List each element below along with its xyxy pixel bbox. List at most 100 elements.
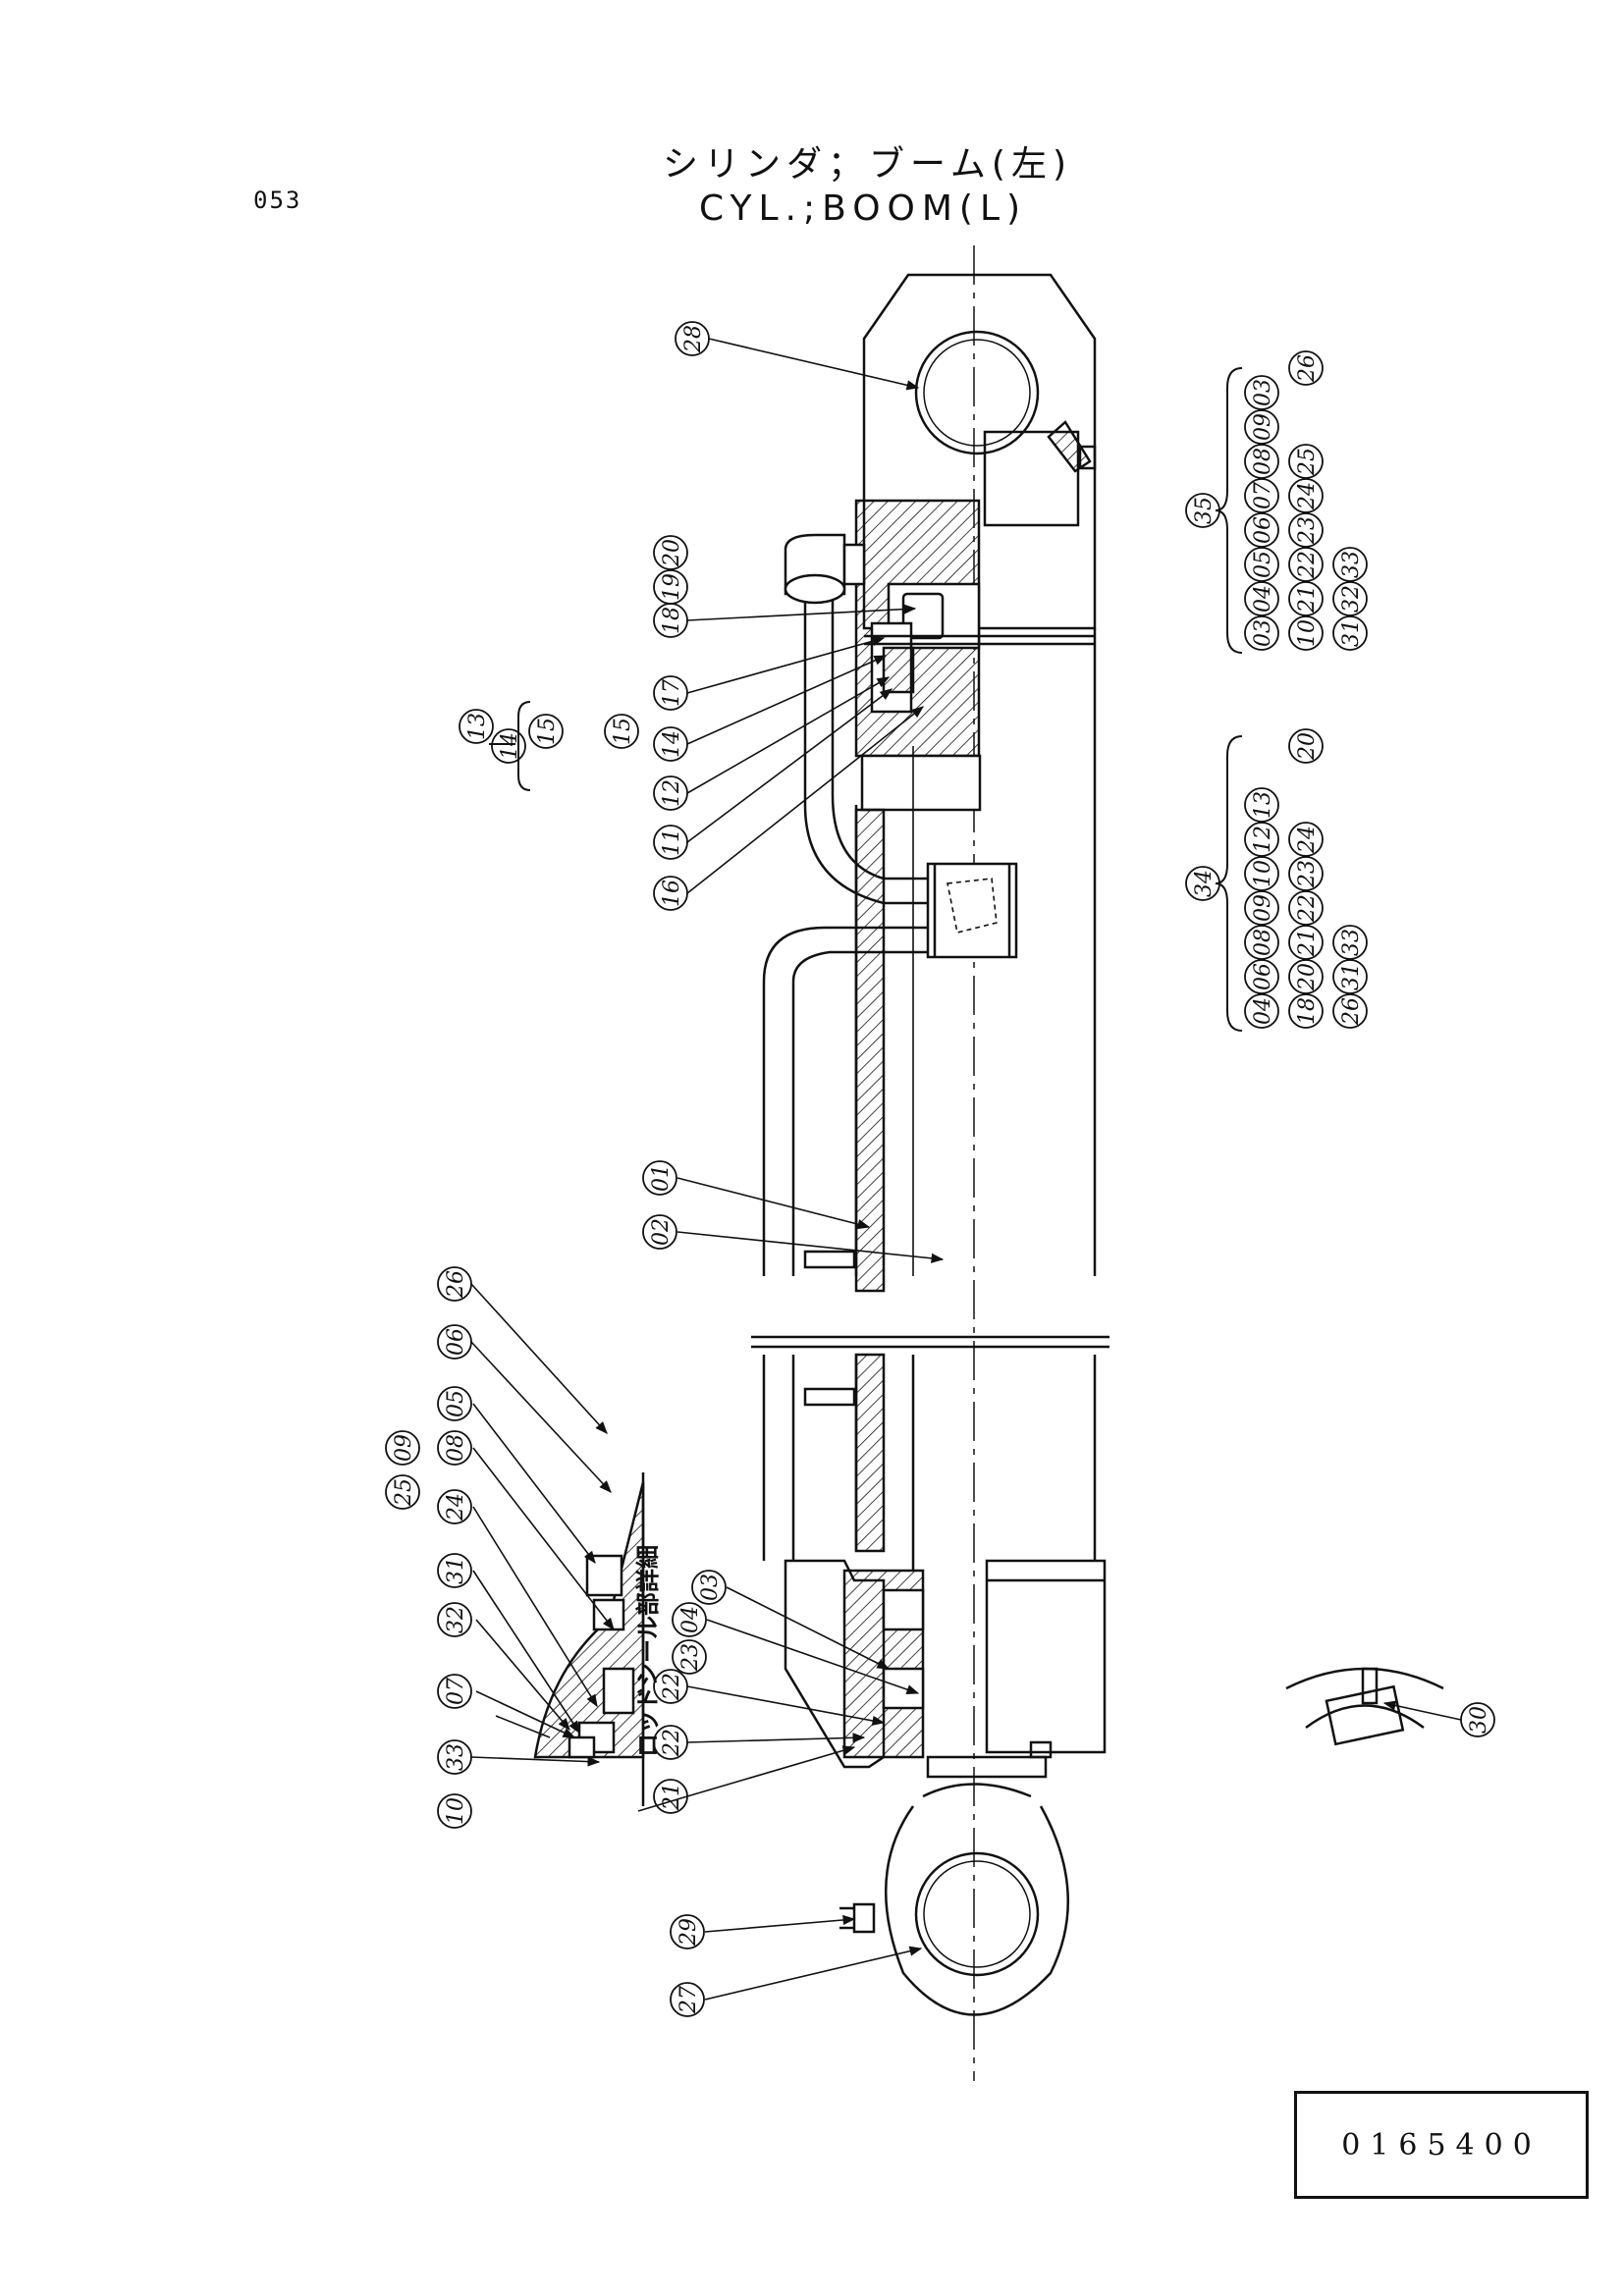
svg-text:12: 12: [660, 779, 684, 807]
leader-lines: [470, 338, 1462, 2001]
svg-text:32: 32: [444, 1606, 468, 1633]
callout-33: 33: [437, 1739, 472, 1775]
callout-30: 30: [1460, 1702, 1495, 1737]
tube-wall: [854, 808, 886, 1293]
callout-29: 29: [670, 1914, 705, 1949]
detail-label: ロッドシール部詳細: [634, 1545, 662, 1757]
svg-text:16: 16: [660, 880, 684, 907]
svg-text:06: 06: [1251, 963, 1275, 990]
title-english: CYL.;BOOM(L): [699, 188, 1028, 229]
svg-text:26: 26: [444, 1270, 468, 1299]
callout-19: 19: [653, 569, 688, 605]
svg-text:10: 10: [1295, 619, 1320, 647]
svg-text:06: 06: [1251, 516, 1275, 544]
callout-11: 11: [653, 825, 688, 860]
callout-16: 16: [653, 876, 688, 911]
svg-text:19: 19: [660, 573, 684, 601]
svg-text:04: 04: [678, 1606, 703, 1633]
svg-text:24: 24: [1295, 826, 1320, 854]
pipe-clamp: [926, 862, 1018, 959]
svg-text:22: 22: [660, 1673, 684, 1701]
svg-text:21: 21: [1295, 929, 1320, 957]
callout-13-fraction: 13: [459, 709, 494, 744]
callout-25: 25: [385, 1474, 420, 1510]
callout-22-lower: 22: [653, 1725, 688, 1760]
svg-text:33: 33: [444, 1743, 468, 1771]
callout-06: 06: [437, 1324, 472, 1360]
page-number: 053: [253, 187, 302, 214]
svg-text:15: 15: [535, 718, 560, 745]
svg-text:32: 32: [1339, 585, 1364, 613]
callout-08: 08: [437, 1430, 472, 1466]
svg-text:30: 30: [1467, 1706, 1491, 1734]
svg-text:11: 11: [660, 828, 684, 856]
svg-text:22: 22: [1295, 551, 1320, 579]
callout-07: 07: [437, 1674, 472, 1709]
svg-text:04: 04: [1251, 997, 1275, 1025]
svg-text:27: 27: [676, 1986, 701, 2014]
break-line: [751, 1335, 1109, 1349]
callout-18: 18: [653, 603, 688, 638]
svg-text:06: 06: [444, 1328, 468, 1356]
svg-text:10: 10: [444, 1797, 468, 1825]
callout-03: 03: [691, 1570, 727, 1605]
svg-text:18: 18: [660, 607, 684, 634]
svg-text:10: 10: [1251, 860, 1275, 887]
callout-31: 31: [437, 1553, 472, 1588]
rod-head: [784, 1559, 1107, 1779]
svg-text:33: 33: [1339, 551, 1364, 578]
svg-text:26: 26: [1295, 354, 1320, 383]
rod-seal-detail-view: [533, 1472, 645, 1806]
svg-text:03: 03: [698, 1574, 723, 1601]
svg-text:31: 31: [444, 1557, 468, 1584]
callout-15: 15: [604, 714, 639, 749]
drawing-code-box: 0165400: [1294, 2091, 1589, 2199]
svg-text:09: 09: [1251, 894, 1275, 922]
callout-20: 20: [653, 535, 688, 570]
callout-14-fraction: 14: [491, 728, 526, 764]
svg-text:25: 25: [1295, 448, 1320, 476]
svg-text:03: 03: [1251, 379, 1275, 406]
svg-text:07: 07: [1251, 482, 1275, 509]
title-japanese: シリンダ；ブーム(左): [663, 144, 1073, 185]
callout-02: 02: [642, 1214, 677, 1250]
callout-12: 12: [653, 775, 688, 811]
svg-text:35: 35: [1192, 497, 1217, 524]
callout-28: 28: [675, 321, 710, 356]
callout-group: 28 18 19 20 17 14 12 11 16 15 13 14 15 0…: [385, 321, 1495, 2017]
svg-text:20: 20: [1295, 732, 1320, 761]
svg-text:22: 22: [660, 1729, 684, 1757]
svg-text:31: 31: [1339, 619, 1364, 647]
callout-27: 27: [670, 1982, 705, 2017]
svg-text:05: 05: [1251, 551, 1275, 578]
callout-23: 23: [672, 1639, 707, 1675]
rod-eye: [839, 1783, 1070, 2016]
callout-32: 32: [437, 1602, 472, 1637]
svg-text:08: 08: [1251, 929, 1275, 956]
svg-text:23: 23: [1295, 860, 1320, 888]
svg-text:34: 34: [1192, 870, 1217, 897]
svg-text:15: 15: [611, 718, 635, 745]
head-end-block: [854, 499, 982, 812]
callout-01: 01: [642, 1160, 677, 1196]
svg-text:07: 07: [444, 1678, 468, 1705]
drawing-code: 0165400: [1341, 2127, 1542, 2163]
svg-text:25: 25: [392, 1478, 416, 1507]
svg-text:13: 13: [465, 713, 490, 740]
lower-tube: [762, 1250, 1097, 1571]
svg-text:21: 21: [1295, 585, 1320, 614]
svg-text:24: 24: [444, 1493, 468, 1522]
callout-34: 34: [1185, 866, 1220, 901]
svg-text:08: 08: [1251, 448, 1275, 475]
svg-text:14: 14: [660, 730, 684, 758]
svg-text:09: 09: [392, 1434, 416, 1462]
svg-text:29: 29: [676, 1918, 701, 1947]
kit-34-parts-list: 04 06 08 09 10 12 13 20 18 20 21 22 23 2…: [1244, 728, 1368, 1029]
svg-text:14: 14: [498, 732, 522, 760]
kit-35-parts-list: 03 04 05 06 07 08 09 26 03 10 21 22 23 2…: [1244, 350, 1368, 651]
svg-text:05: 05: [444, 1390, 468, 1417]
svg-text:20: 20: [1295, 963, 1320, 991]
kit-brace: [517, 367, 1243, 1032]
callout-17: 17: [653, 675, 688, 711]
